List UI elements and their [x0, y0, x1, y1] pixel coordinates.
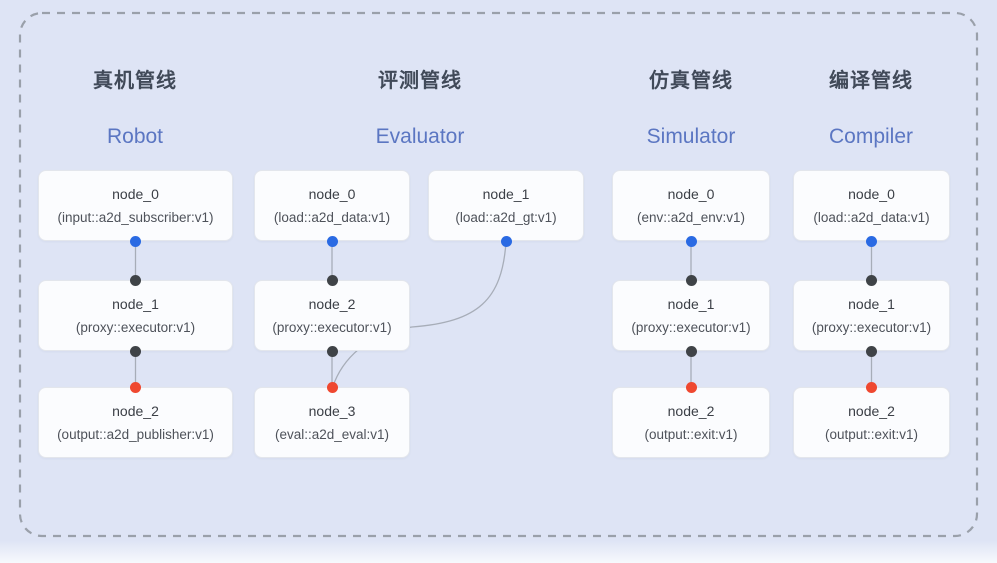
- node-title: node_1: [482, 185, 530, 202]
- node-title: node_1: [112, 295, 159, 312]
- node-box-compiler-0: node_0 (load::a2d_data:v1): [793, 170, 950, 241]
- node-box-robot-0: node_0 (input::a2d_subscriber:v1): [38, 170, 233, 241]
- node-subtitle: (output::exit:v1): [824, 426, 919, 442]
- connector-curve: [332, 241, 507, 387]
- pipeline-title-en-simulator: Simulator: [646, 125, 736, 148]
- node-title: node_0: [112, 185, 159, 202]
- node-subtitle: (proxy::executor:v1): [272, 319, 392, 335]
- node-subtitle: (load::a2d_data:v1): [813, 209, 930, 225]
- node-box-evaluator-1: node_1 (load::a2d_gt:v1): [428, 170, 584, 241]
- node-subtitle: (proxy::executor:v1): [75, 319, 196, 335]
- port-dot-blue: [685, 235, 697, 247]
- node-title: node_1: [667, 295, 715, 312]
- node-title: node_0: [848, 185, 895, 202]
- node-title: node_2: [848, 402, 895, 419]
- node-subtitle: (load::a2d_gt:v1): [455, 209, 557, 225]
- port-dot-red: [326, 382, 338, 393]
- node-title: node_3: [308, 402, 356, 419]
- node-title: node_0: [308, 185, 356, 202]
- node-title: node_2: [308, 295, 356, 312]
- node-box-simulator-2: node_2 (output::exit:v1): [612, 387, 770, 458]
- port-dot-dark: [866, 345, 877, 357]
- node-subtitle: (proxy::executor:v1): [631, 319, 751, 335]
- node-subtitle: (proxy::executor:v1): [811, 319, 932, 335]
- node-box-robot-1: node_1 (proxy::executor:v1): [38, 280, 233, 351]
- pipeline-title-cn-robot: 真机管线: [93, 70, 177, 92]
- dashed-border: [18, 11, 979, 538]
- node-title: node_1: [848, 295, 895, 312]
- port-dot-dark: [130, 275, 141, 286]
- node-box-evaluator-0: node_0 (load::a2d_data:v1): [254, 170, 410, 241]
- port-dot-blue: [326, 235, 338, 247]
- node-box-compiler-1: node_1 (proxy::executor:v1): [793, 280, 950, 351]
- pipeline-title-en-robot: Robot: [106, 125, 164, 148]
- node-box-compiler-2: node_2 (output::exit:v1): [793, 387, 950, 458]
- node-title: node_0: [667, 185, 715, 202]
- node-box-simulator-0: node_0 (env::a2d_env:v1): [612, 170, 770, 241]
- node-subtitle: (load::a2d_data:v1): [273, 209, 391, 225]
- port-dot-dark: [866, 275, 877, 286]
- node-title: node_2: [667, 402, 715, 419]
- node-subtitle: (output::a2d_publisher:v1): [57, 426, 214, 442]
- node-subtitle: (input::a2d_subscriber:v1): [57, 209, 214, 225]
- port-dot-blue: [500, 235, 512, 247]
- port-dot-dark: [326, 345, 338, 357]
- node-box-evaluator-2: node_2 (proxy::executor:v1): [254, 280, 410, 351]
- port-dot-red: [866, 382, 877, 393]
- port-dot-red: [685, 382, 697, 393]
- node-subtitle: (eval::a2d_eval:v1): [274, 426, 390, 442]
- node-title: node_2: [112, 402, 159, 419]
- node-box-evaluator-3: node_3 (eval::a2d_eval:v1): [254, 387, 410, 458]
- node-box-simulator-1: node_1 (proxy::executor:v1): [612, 280, 770, 351]
- pipeline-title-en-compiler: Compiler: [828, 125, 914, 148]
- port-dot-dark: [685, 275, 697, 286]
- port-dot-dark: [685, 345, 697, 357]
- port-dot-blue: [130, 235, 141, 247]
- port-dot-red: [130, 382, 141, 393]
- port-dot-blue: [866, 235, 877, 247]
- port-dot-dark: [130, 345, 141, 357]
- pipeline-title-cn-compiler: 编译管线: [829, 70, 913, 92]
- node-box-robot-2: node_2 (output::a2d_publisher:v1): [38, 387, 233, 458]
- port-dot-dark: [326, 275, 338, 286]
- pipeline-title-en-evaluator: Evaluator: [375, 125, 465, 148]
- node-subtitle: (env::a2d_env:v1): [636, 209, 746, 225]
- node-subtitle: (output::exit:v1): [644, 426, 738, 442]
- pipeline-title-cn-evaluator: 评测管线: [378, 70, 462, 92]
- pipeline-title-cn-simulator: 仿真管线: [649, 70, 733, 92]
